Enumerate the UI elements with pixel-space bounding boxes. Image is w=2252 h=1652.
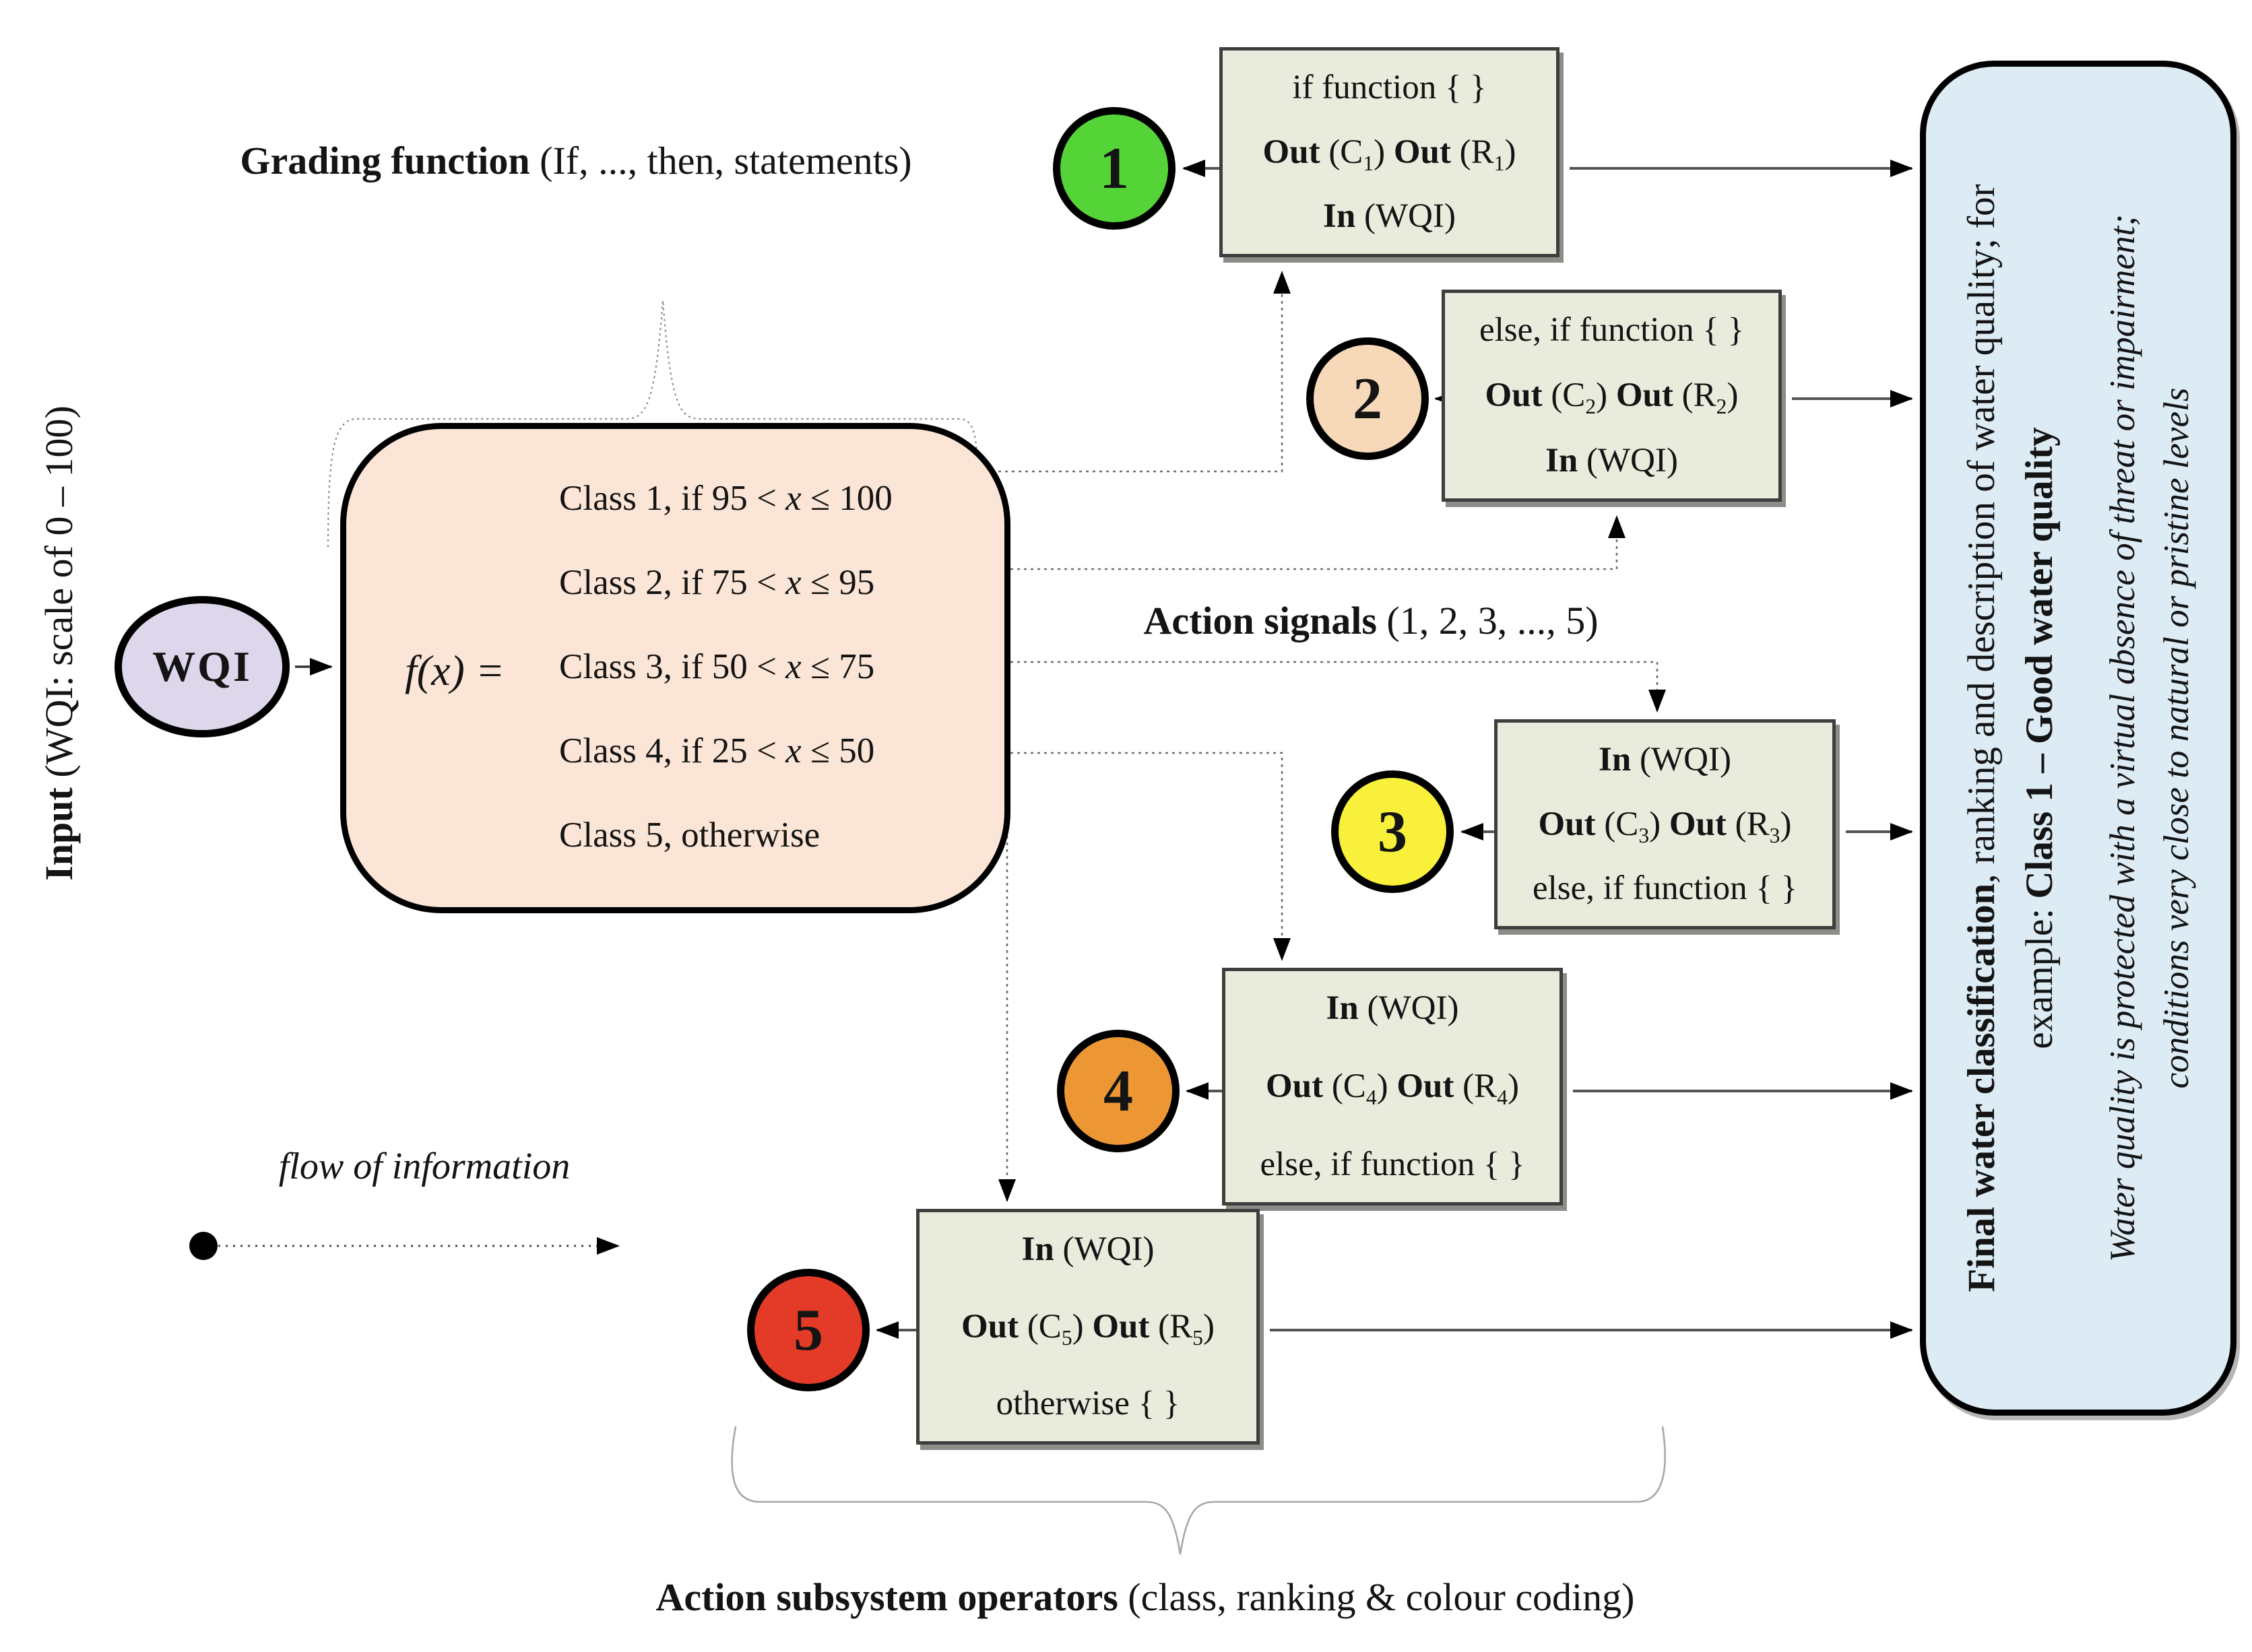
- grading-brace: [327, 300, 978, 548]
- case-class-4: Class 4, if 25 < x ≤ 50: [559, 731, 875, 770]
- action-circle-5: 5: [747, 1269, 870, 1391]
- operator-box-2: else, if function { } Out (C2) Out (R2) …: [1442, 290, 1782, 502]
- wqi-input-node: WQI: [115, 596, 290, 737]
- case-class-5: Class 5, otherwise: [559, 816, 821, 855]
- signal-line-5: [988, 834, 1016, 1202]
- action-subsystem-heading: Action subsystem operators (class, ranki…: [655, 1575, 1635, 1619]
- fx-label: f(x) =: [405, 647, 505, 694]
- case-class-3: Class 3, if 50 < x ≤ 75: [559, 647, 875, 686]
- op3-row-input: In (WQI): [1599, 741, 1731, 779]
- op2-row-input: In (WQI): [1545, 442, 1678, 480]
- result-line-1: Final water classification, ranking and …: [1960, 184, 2003, 1292]
- input-axis-label: Input (WQI: scale of 0 – 100): [37, 405, 81, 881]
- grading-function-box: f(x) = Class 1, if 95 < x ≤ 100 Class 2,…: [340, 423, 1010, 913]
- operator-box-3: In (WQI) Out (C3) Out (R3) else, if func…: [1494, 719, 1836, 929]
- signal-line-2: [1010, 515, 1626, 570]
- action-circle-4: 4: [1057, 1030, 1180, 1152]
- action-signals-heading: Action signals (1, 2, 3, ..., 5): [1143, 599, 1599, 642]
- action-circle-2: 2: [1306, 337, 1429, 460]
- result-line-2: example: Class 1 – Good water quality: [2018, 427, 2061, 1049]
- final-classification-text: Final water classification, ranking and …: [1953, 81, 2203, 1395]
- op4-row-outputs: Out (C4) Out (R4): [1266, 1067, 1519, 1110]
- op4-row-condition: else, if function { }: [1260, 1146, 1525, 1183]
- flow-legend-dot: [189, 1232, 218, 1260]
- final-classification-box: Final water classification, ranking and …: [1920, 61, 2237, 1416]
- op4-row-input: In (WQI): [1326, 989, 1459, 1027]
- action-circle-1: 1: [1053, 107, 1176, 230]
- op1-row-input: In (WQI): [1323, 197, 1456, 235]
- result-line-3: Water quality is protected with a virtua…: [2103, 214, 2142, 1262]
- case-class-1: Class 1, if 95 < x ≤ 100: [559, 479, 893, 518]
- action-subsystem-brace: [731, 1426, 1666, 1555]
- signal-line-1: [985, 271, 1291, 473]
- op3-row-condition: else, if function { }: [1532, 869, 1798, 907]
- operator-box-1: if function { } Out (C1) Out (R1) In (WQ…: [1219, 47, 1559, 257]
- signal-line-3: [1010, 661, 1666, 713]
- operator-box-5: In (WQI) Out (C5) Out (R5) otherwise { }: [916, 1209, 1260, 1445]
- op5-row-outputs: Out (C5) Out (R5): [961, 1307, 1215, 1350]
- op3-row-outputs: Out (C3) Out (R3): [1538, 805, 1792, 847]
- flow-of-information-label: flow of information: [278, 1146, 571, 1187]
- result-line-4: conditions very close to natural or pris…: [2156, 387, 2196, 1089]
- op2-row-outputs: Out (C2) Out (R2): [1485, 376, 1739, 419]
- operator-box-4: In (WQI) Out (C4) Out (R4) else, if func…: [1222, 968, 1563, 1205]
- op5-row-input: In (WQI): [1021, 1230, 1155, 1268]
- op5-row-condition: otherwise { }: [996, 1385, 1180, 1422]
- action-circle-3: 3: [1331, 770, 1454, 893]
- op1-row-condition: if function { }: [1292, 69, 1487, 106]
- op2-row-condition: else, if function { }: [1479, 311, 1745, 349]
- grading-function-heading: Grading function (If, ..., then, stateme…: [240, 139, 912, 183]
- signal-line-4: [1010, 752, 1291, 961]
- case-class-2: Class 2, if 75 < x ≤ 95: [559, 563, 875, 602]
- op1-row-outputs: Out (C1) Out (R1): [1262, 133, 1516, 175]
